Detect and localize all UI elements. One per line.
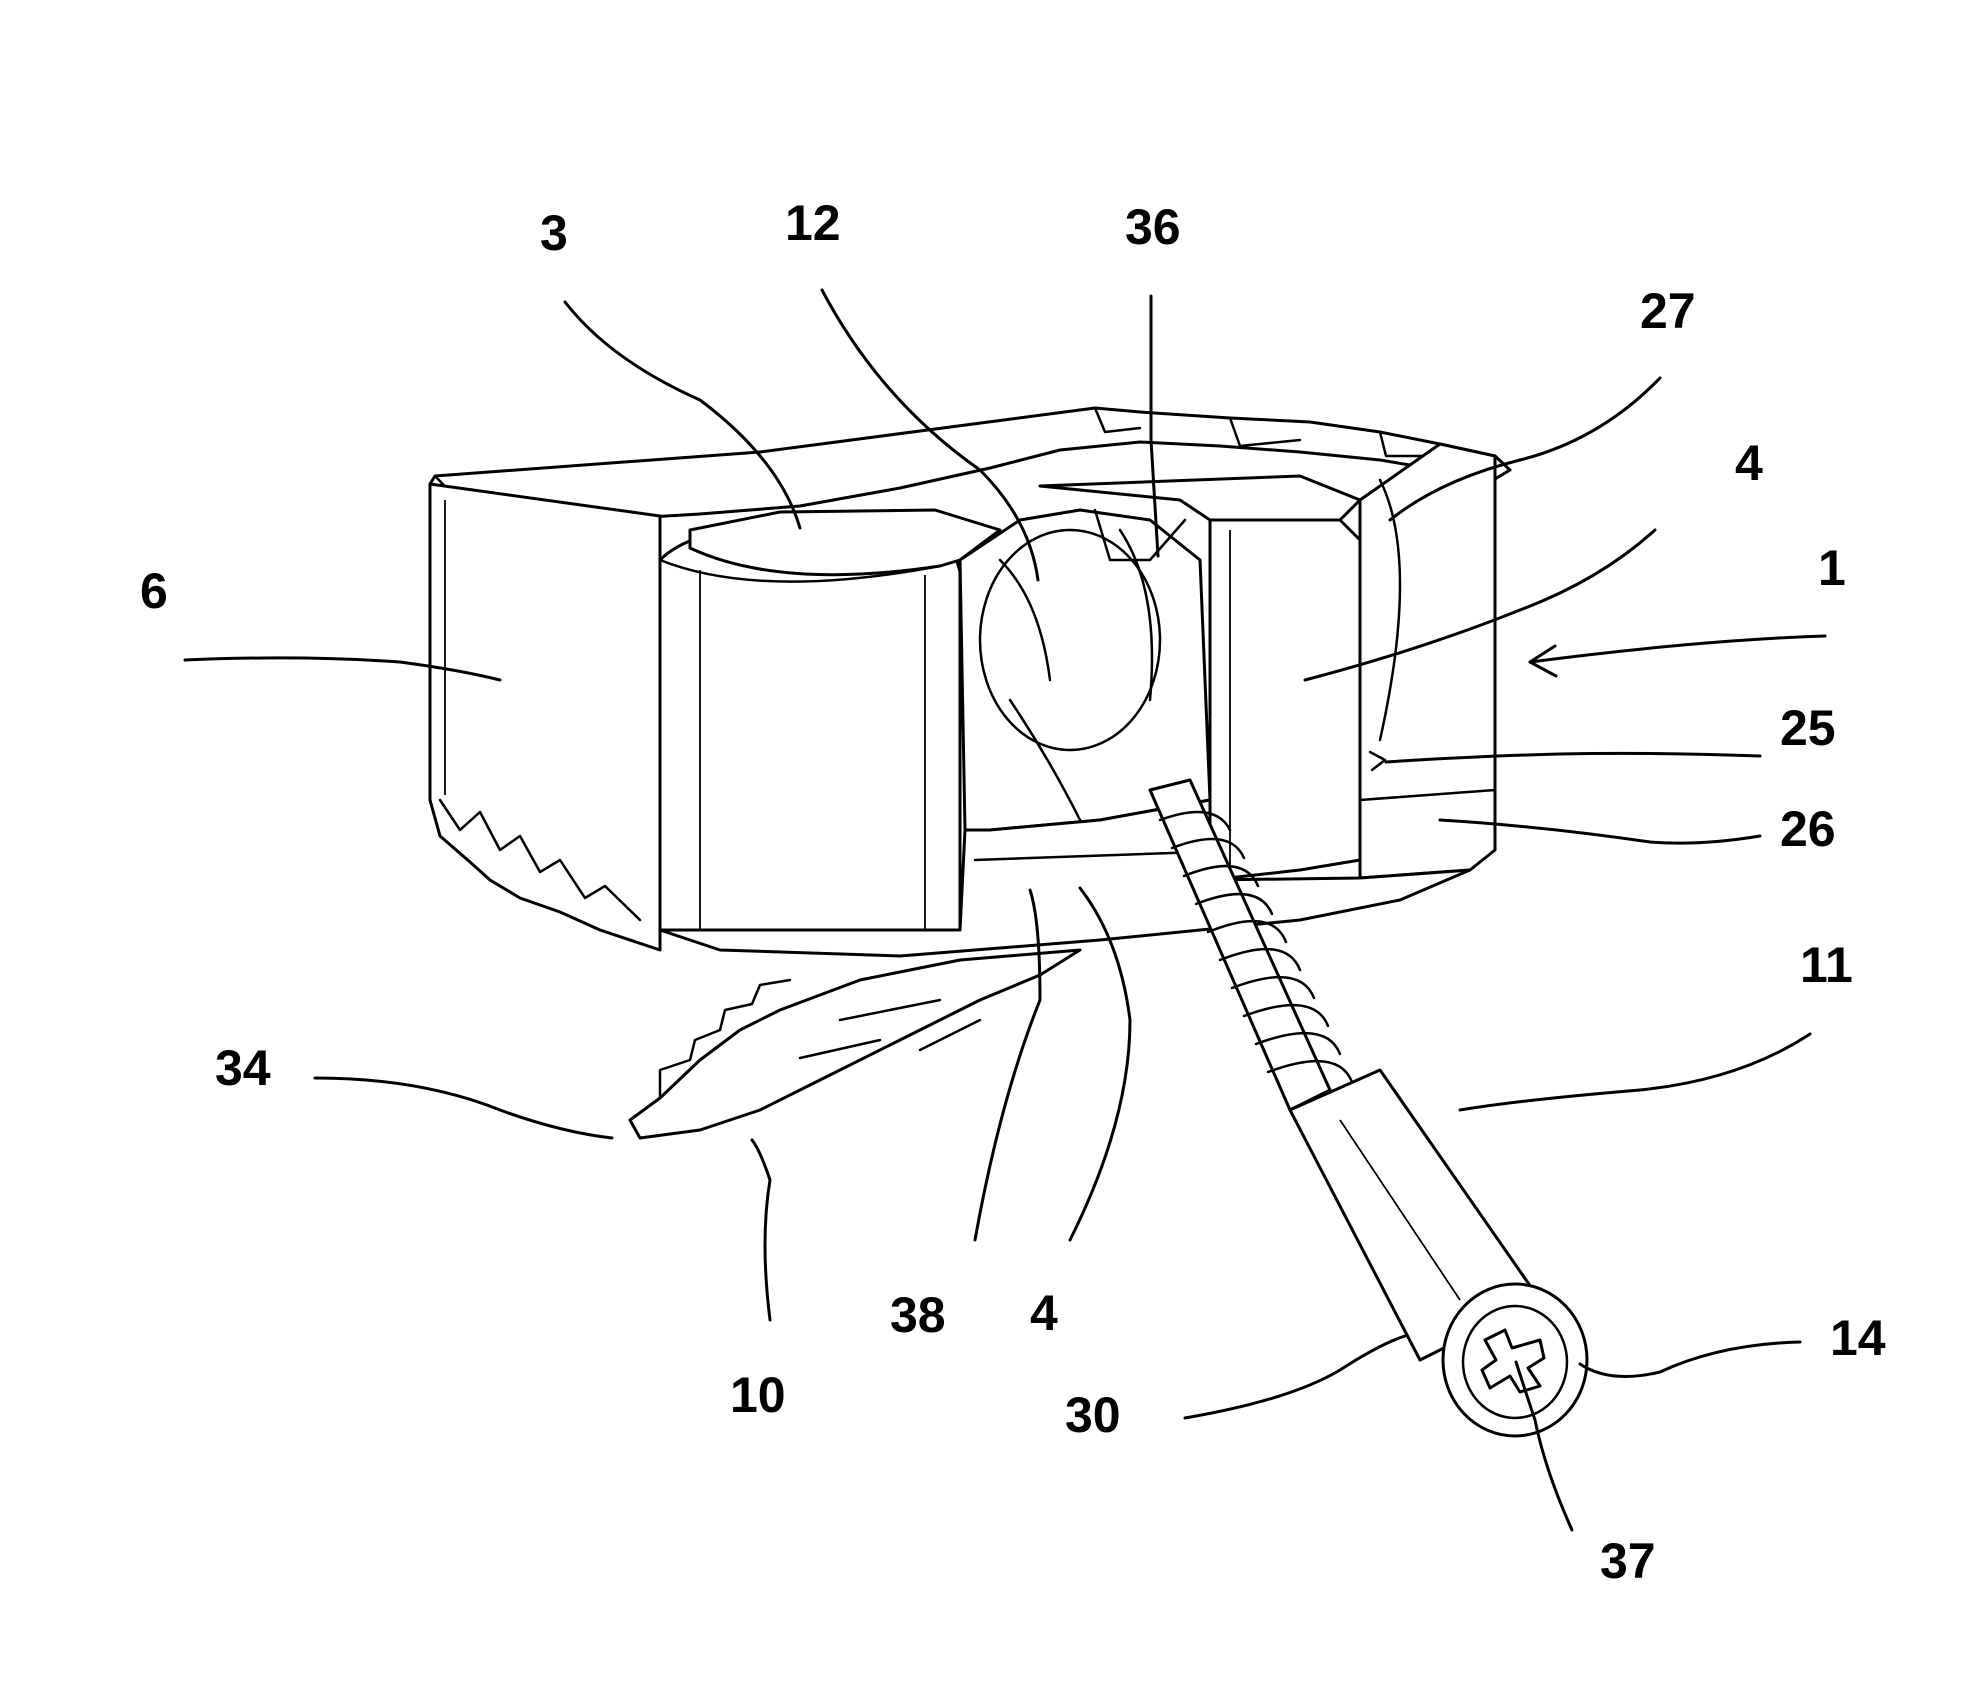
front-block xyxy=(660,530,960,942)
label-6: 6 xyxy=(140,563,168,619)
label-3: 3 xyxy=(540,205,568,261)
label-10: 10 xyxy=(730,1367,786,1423)
leader-30 xyxy=(1185,1336,1405,1418)
label-25: 25 xyxy=(1780,700,1836,756)
lower-blade xyxy=(630,950,1080,1138)
label-27: 27 xyxy=(1640,283,1696,339)
right-front-block xyxy=(1210,520,1360,880)
label-30: 30 xyxy=(1065,1387,1121,1443)
label-14: 14 xyxy=(1830,1310,1886,1366)
label-34: 34 xyxy=(215,1040,271,1096)
leader-10 xyxy=(752,1140,770,1320)
label-12: 12 xyxy=(785,195,841,251)
label-4-bottom: 4 xyxy=(1030,1285,1058,1341)
leader-34 xyxy=(315,1078,612,1138)
leader-14 xyxy=(1580,1342,1800,1377)
label-4-top: 4 xyxy=(1735,435,1763,491)
leader-11 xyxy=(1460,1034,1810,1110)
central-passage xyxy=(960,510,1210,830)
label-26: 26 xyxy=(1780,801,1836,857)
leader-1 xyxy=(1530,636,1825,662)
label-36: 36 xyxy=(1125,199,1181,255)
label-1: 1 xyxy=(1818,540,1846,596)
implant-drawing xyxy=(430,408,1587,1436)
right-side-block xyxy=(1360,444,1495,878)
label-11: 11 xyxy=(1800,937,1853,993)
left-side-block xyxy=(430,484,660,950)
label-37: 37 xyxy=(1600,1533,1656,1589)
label-38: 38 xyxy=(890,1287,946,1343)
